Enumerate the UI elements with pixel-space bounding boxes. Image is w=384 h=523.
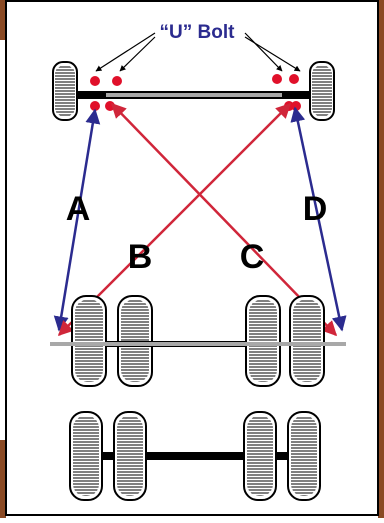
pointer-line-3 [244,32,283,72]
pointer-line-1 [95,32,156,72]
tire-icon [113,411,147,501]
tire-icon [245,295,281,387]
label-c: C [240,238,265,276]
tire-icon [71,295,107,387]
tire-icon [69,411,103,501]
label-b: B [128,238,153,276]
rear-axle-2-bar [146,452,244,460]
rear-axle-2-bar [102,452,114,460]
wood-strip-left-bottom [0,440,6,518]
tire-icon [243,411,277,501]
rear-axle-2 [69,411,321,501]
pointer-line-2 [119,36,156,72]
u-bolt-title: “U” Bolt [160,22,236,43]
label-d: D [303,190,328,228]
rear-axle-1 [50,295,346,387]
tire-icon [52,61,78,121]
wood-strip-left-top [0,0,6,40]
tire-icon [287,411,321,501]
tire-icon [309,61,335,121]
wood-strip-right [378,0,384,518]
rear-axle-2-bar [276,452,288,460]
rear-axle-1-gray-bar [50,342,346,346]
front-axle-gray-bar [106,93,282,97]
label-a: A [66,190,91,228]
pointer-line-4 [244,36,301,72]
tire-icon [289,295,325,387]
